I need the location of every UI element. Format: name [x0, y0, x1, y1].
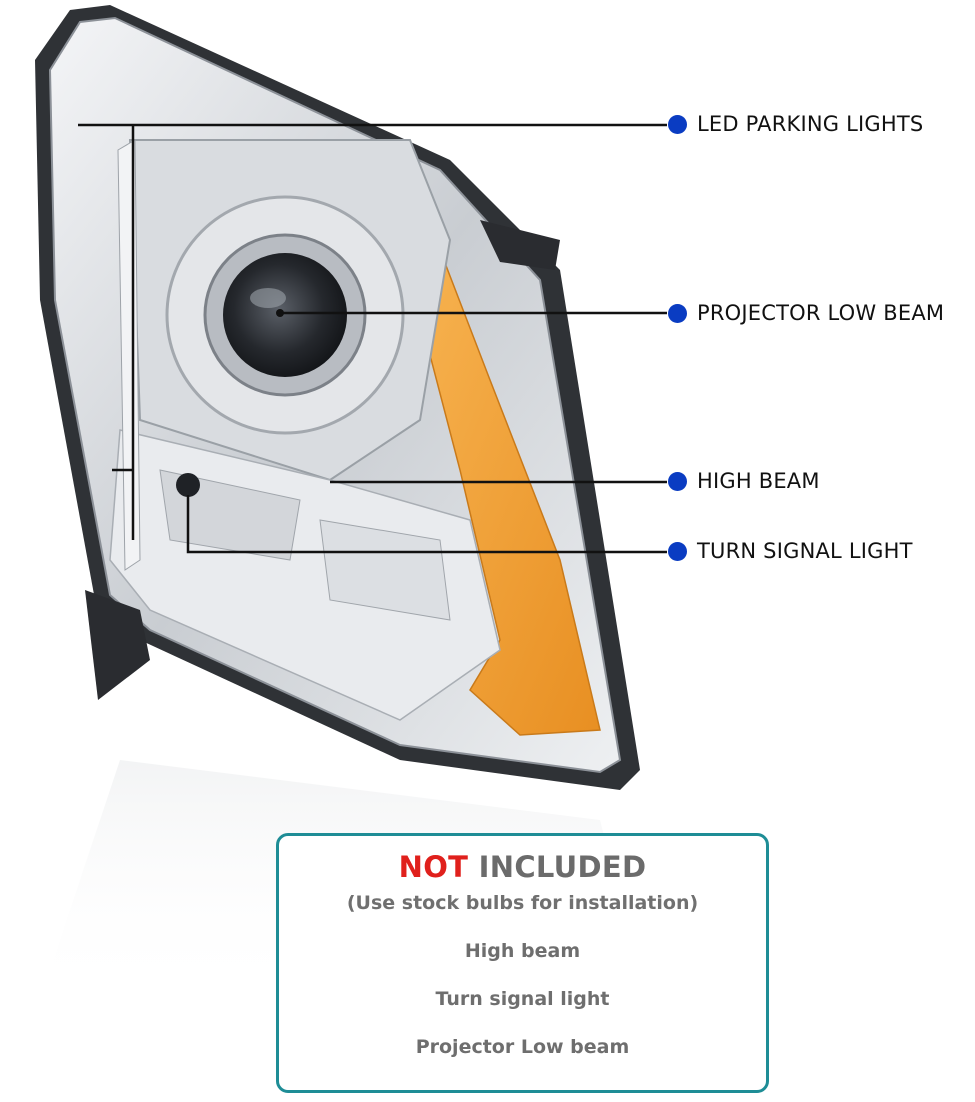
callout-label: HIGH BEAM: [697, 469, 820, 493]
callout-label: PROJECTOR LOW BEAM: [697, 301, 945, 325]
callout-turn-signal-light: TURN SIGNAL LIGHT: [668, 539, 913, 563]
notice-subtitle: (Use stock bulbs for installation): [346, 892, 699, 914]
notice-title-highlight: NOT: [398, 850, 469, 884]
callout-line-parking: [78, 123, 667, 540]
callout-high-beam: HIGH BEAM: [668, 469, 820, 493]
amber-reflector: [398, 238, 601, 736]
not-included-notice: NOT INCLUDED (Use stock bulbs for instal…: [276, 833, 769, 1093]
callout-dot-icon: [668, 541, 687, 561]
mounting-tab: [480, 220, 560, 270]
notice-item: High beam: [464, 940, 581, 962]
high-beam-bulb-socket: [176, 473, 200, 497]
notice-title: NOT INCLUDED: [279, 850, 766, 884]
callout-dot-icon: [668, 303, 687, 323]
callout-label: LED PARKING LIGHTS: [697, 112, 924, 136]
callout-line-turn: [186, 495, 667, 554]
led-parking-strip: [117, 139, 141, 571]
callout-dot-icon: [668, 471, 687, 491]
callout-label: TURN SIGNAL LIGHT: [697, 539, 913, 563]
notice-item: Turn signal light: [435, 988, 610, 1010]
callout-lines: [78, 123, 667, 554]
callout-projector-low-beam: PROJECTOR LOW BEAM: [668, 301, 944, 325]
callout-led-parking-lights: LED PARKING LIGHTS: [668, 112, 923, 136]
projector-lens: [223, 253, 347, 377]
callout-dot-icon: [668, 114, 687, 134]
mounting-tab: [85, 590, 150, 700]
lens-glint: [250, 288, 286, 308]
notice-title-rest: INCLUDED: [478, 850, 647, 884]
notice-item: Projector Low beam: [415, 1036, 630, 1058]
